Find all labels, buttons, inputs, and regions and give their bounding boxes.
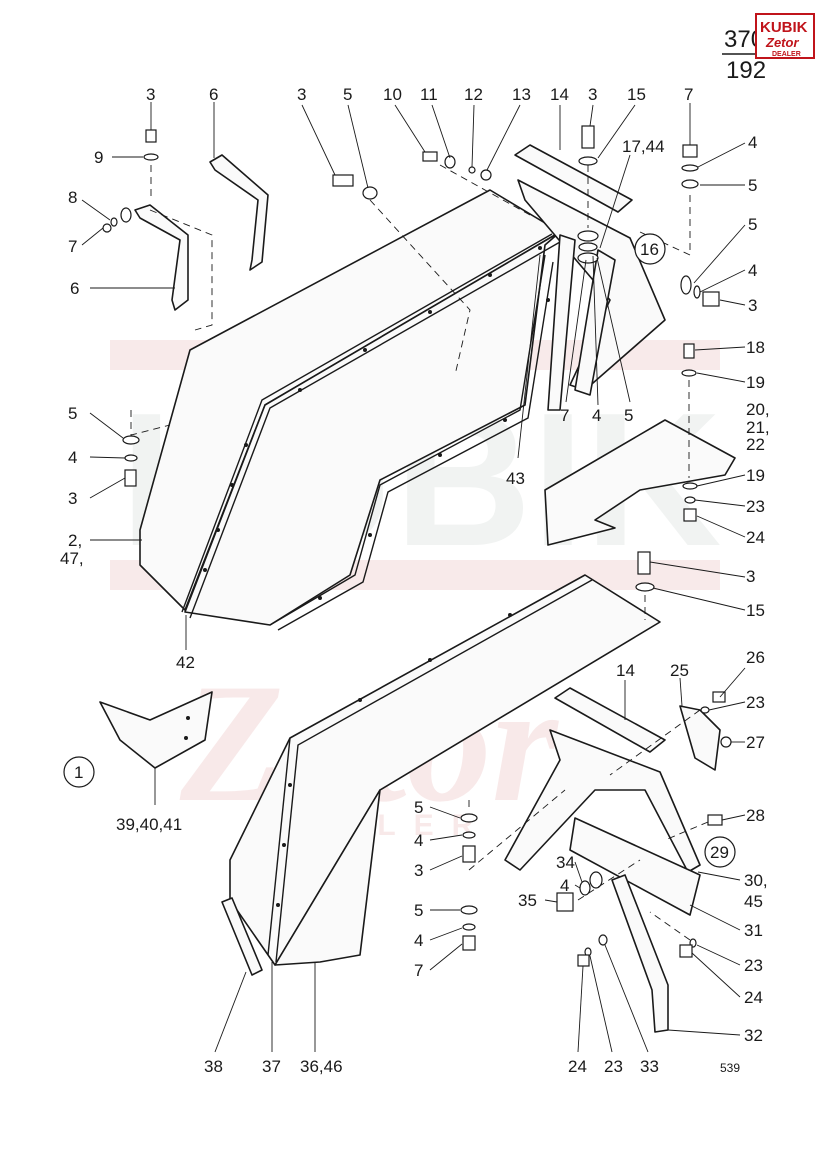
callout-24-b: 24 bbox=[744, 988, 763, 1007]
callout-4-c: 4 bbox=[68, 448, 77, 467]
callout-26: 26 bbox=[746, 648, 765, 667]
callout-42: 42 bbox=[176, 653, 195, 672]
callout-47: 47, bbox=[60, 549, 84, 568]
callout-34: 34 bbox=[556, 853, 575, 872]
callout-3-f: 3 bbox=[746, 567, 755, 586]
callout-14-a: 14 bbox=[550, 85, 569, 104]
callout-4-e: 4 bbox=[414, 831, 423, 850]
callout-8: 8 bbox=[68, 188, 77, 207]
callout-28: 28 bbox=[746, 806, 765, 825]
group-marker-29-label: 29 bbox=[710, 843, 729, 862]
callout-27: 27 bbox=[746, 733, 765, 752]
callout-19-b: 19 bbox=[746, 466, 765, 485]
callout-22: 22 bbox=[746, 435, 765, 454]
callout-5-d: 5 bbox=[68, 404, 77, 423]
logo-line-3: DEALER bbox=[772, 51, 801, 58]
reflector-38 bbox=[221, 897, 263, 976]
callout-24-a: 24 bbox=[746, 528, 765, 547]
callout-32: 32 bbox=[744, 1026, 763, 1045]
callout-38: 38 bbox=[204, 1057, 223, 1076]
callout-4-g: 4 bbox=[414, 931, 423, 950]
callout-14-b: 14 bbox=[616, 661, 635, 680]
callout-25: 25 bbox=[670, 661, 689, 680]
callout-6-a: 6 bbox=[209, 85, 218, 104]
callout-23-a: 23 bbox=[746, 497, 765, 516]
callout-11: 11 bbox=[420, 85, 438, 104]
callout-5-c: 5 bbox=[748, 215, 757, 234]
callout-10: 10 bbox=[383, 85, 402, 104]
group-markers: 1 16 29 bbox=[63, 233, 736, 868]
callout-3-d: 3 bbox=[748, 296, 757, 315]
callout-21: 21, bbox=[746, 418, 770, 437]
callout-7-c: 7 bbox=[560, 406, 569, 425]
callout-43: 43 bbox=[506, 469, 525, 488]
callout-18: 18 bbox=[746, 338, 765, 357]
callout-39-40-41: 39,40,41 bbox=[116, 815, 182, 834]
callout-5-g: 5 bbox=[414, 901, 423, 920]
callout-37: 37 bbox=[262, 1057, 281, 1076]
callout-30: 30, bbox=[744, 871, 768, 890]
group-marker-1-label: 1 bbox=[74, 763, 83, 782]
group-marker-29 bbox=[704, 836, 736, 868]
callout-4-d: 4 bbox=[592, 406, 601, 425]
callout-2: 2, bbox=[68, 531, 82, 550]
callout-5-b: 5 bbox=[748, 176, 757, 195]
page-number-bottom: 192 bbox=[726, 57, 766, 84]
callout-15-a: 15 bbox=[627, 85, 646, 104]
callout-35: 35 bbox=[518, 891, 537, 910]
mudflap-39 bbox=[99, 691, 213, 769]
upper-fender-holes bbox=[203, 246, 550, 600]
callout-7-a: 7 bbox=[68, 237, 77, 256]
callout-23-d: 23 bbox=[604, 1057, 623, 1076]
assembly-lines bbox=[130, 164, 709, 941]
callout-7-b: 7 bbox=[684, 85, 693, 104]
stay-6-right bbox=[209, 154, 269, 271]
callout-12: 12 bbox=[464, 85, 483, 104]
callout-3-e: 3 bbox=[68, 489, 77, 508]
callout-4-f: 4 bbox=[560, 876, 569, 895]
logo-line-2: Zetor bbox=[765, 35, 799, 50]
callouts: 3 9 8 7 6 6 3 5 10 11 12 13 14 3 15 17,4… bbox=[60, 85, 770, 1076]
callout-23-c: 23 bbox=[744, 956, 763, 975]
callout-5-e: 5 bbox=[624, 406, 633, 425]
callout-20: 20, bbox=[746, 400, 770, 419]
group-marker-16-label: 16 bbox=[640, 240, 659, 259]
group-marker-16 bbox=[634, 233, 666, 265]
callout-33: 33 bbox=[640, 1057, 659, 1076]
callout-4-b: 4 bbox=[748, 261, 757, 280]
callout-3-c: 3 bbox=[588, 85, 597, 104]
callout-31: 31 bbox=[744, 921, 763, 940]
hardware bbox=[102, 125, 732, 967]
callout-23-b: 23 bbox=[746, 693, 765, 712]
callout-45: 45 bbox=[744, 892, 763, 911]
callout-9: 9 bbox=[94, 148, 103, 167]
callout-3-a: 3 bbox=[146, 85, 155, 104]
figure-code: 539 bbox=[720, 1061, 740, 1075]
callout-24-c: 24 bbox=[568, 1057, 587, 1076]
callout-3-g: 3 bbox=[414, 861, 423, 880]
kubik-logo: KUBIK Zetor DEALER bbox=[755, 13, 815, 59]
lower-fender bbox=[229, 574, 661, 966]
leader-lines bbox=[81, 102, 746, 1053]
group-marker-1 bbox=[63, 756, 95, 788]
callout-5-a: 5 bbox=[343, 85, 352, 104]
callout-15-b: 15 bbox=[746, 601, 765, 620]
lower-frame bbox=[504, 687, 701, 916]
logo-line-1: KUBIK bbox=[760, 19, 808, 36]
callout-6-b: 6 bbox=[70, 279, 79, 298]
support-plate-20 bbox=[544, 419, 736, 546]
callout-17-44: 17,44 bbox=[622, 137, 665, 156]
callout-36-46: 36,46 bbox=[300, 1057, 343, 1076]
callout-19-a: 19 bbox=[746, 373, 765, 392]
callout-5-f: 5 bbox=[414, 798, 423, 817]
callout-7-d: 7 bbox=[414, 961, 423, 980]
stay-6-left bbox=[134, 204, 189, 311]
callout-4-a: 4 bbox=[748, 133, 757, 152]
callout-13: 13 bbox=[512, 85, 531, 104]
upper-fender bbox=[139, 189, 561, 631]
clamp-25 bbox=[679, 705, 721, 771]
callout-3-b: 3 bbox=[297, 85, 306, 104]
